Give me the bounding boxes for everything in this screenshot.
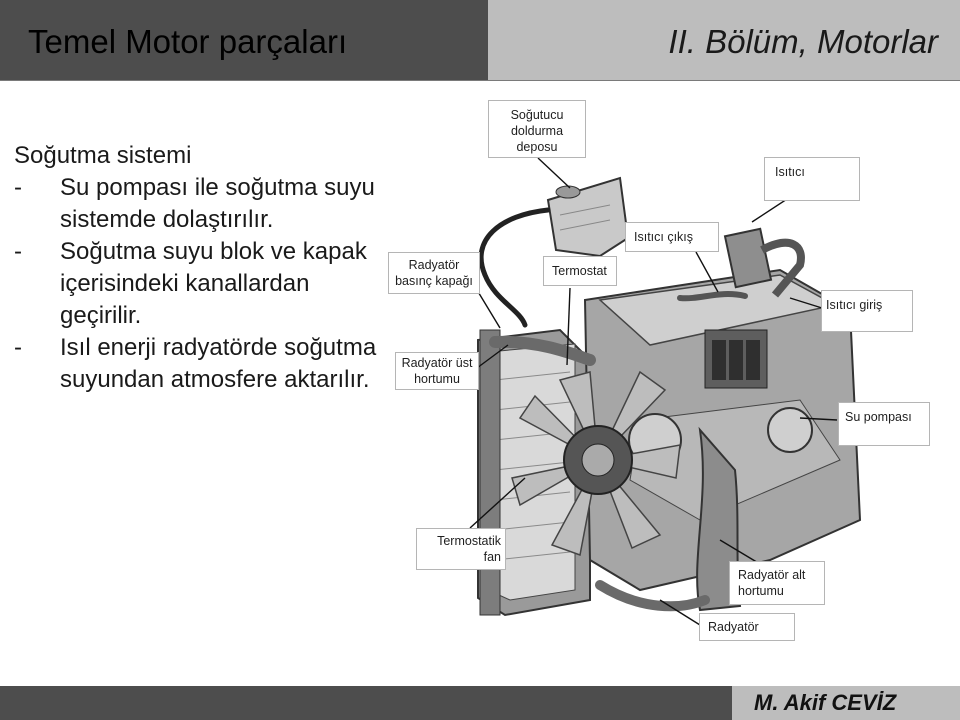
bullet-1-line-1: - Su pompası ile soğutma suyu	[14, 172, 394, 204]
footer-author-panel: M. Akif CEVİZ	[732, 686, 960, 720]
heater-illustration	[723, 227, 805, 298]
label-line: fan	[483, 550, 501, 564]
label-line: Termostat	[552, 264, 607, 278]
label-radiator: Radyatör	[699, 613, 795, 641]
label-coolant-reservoir: Soğutucu doldurma deposu	[488, 100, 586, 158]
bullet-3-line-2: suyundan atmosfere aktarılır.	[60, 366, 370, 393]
bullet-3-line-1: - Isıl enerji radyatörde soğutma	[14, 332, 394, 364]
body-text: Soğutma sistemi - Su pompası ile soğutma …	[14, 140, 394, 396]
bullet-dash: -	[14, 174, 22, 201]
bullet-dash: -	[14, 334, 22, 361]
hoses-illustration	[478, 207, 748, 612]
label-heater-outlet: Isıtıcı çıkış	[625, 222, 719, 252]
title-panel: Temel Motor parçaları	[0, 0, 488, 81]
label-thermostatic-fan: Termostatik fan	[416, 528, 506, 570]
label-radiator-pressure-cap: Radyatör basınç kapağı	[388, 252, 480, 294]
engine-block-illustration	[583, 268, 862, 612]
bullet-2-line-2: içerisindeki kanallardan	[60, 270, 310, 297]
bullet-dash: -	[14, 238, 22, 265]
bullet-2-line-3: geçirilir.	[60, 302, 142, 329]
label-heater: Isıtıcı	[764, 157, 860, 201]
footer-bar: M. Akif CEVİZ	[0, 686, 960, 720]
label-lower-radiator-hose: Radyatör alt hortumu	[729, 561, 825, 605]
label-line: Radyatör alt	[738, 568, 806, 582]
label-line: basınç kapağı	[395, 274, 473, 288]
content-heading: Soğutma sistemi	[14, 142, 192, 169]
label-line: Termostatik	[437, 534, 501, 548]
label-line: Su pompası	[845, 410, 912, 424]
label-line: Isıtıcı çıkış	[634, 230, 694, 244]
title-bar: Temel Motor parçaları II. Bölüm, Motorla…	[0, 0, 960, 81]
label-line: Isıtıcı giriş	[826, 298, 883, 312]
label-upper-radiator-hose: Radyatör üst hortumu	[395, 352, 479, 390]
section-panel: II. Bölüm, Motorlar	[488, 0, 960, 81]
label-thermostat: Termostat	[543, 256, 617, 286]
fan-illustration	[511, 370, 681, 557]
label-heater-inlet: Isıtıcı giriş	[821, 290, 913, 332]
slide-title: Temel Motor parçaları	[28, 23, 348, 60]
bullet-1-line-2: sistemde dolaştırılır.	[60, 206, 274, 233]
label-line: hortumu	[738, 584, 784, 598]
label-line: hortumu	[414, 372, 460, 386]
bullet-text: Isıl enerji radyatörde soğutma	[60, 334, 377, 361]
label-line: Radyatör	[408, 258, 460, 272]
label-line: deposu	[516, 140, 558, 154]
coolant-reservoir-illustration	[546, 176, 630, 258]
bullet-text: Su pompası ile soğutma suyu	[60, 174, 375, 201]
bullet-2-line-1: - Soğutma suyu blok ve kapak	[14, 236, 394, 268]
label-line: Soğutucu	[510, 108, 564, 122]
label-line: Radyatör	[708, 620, 759, 634]
label-line: Isıtıcı	[775, 165, 805, 179]
title-divider	[0, 80, 960, 81]
author-name: M. Akif CEVİZ	[754, 690, 897, 715]
label-line: Radyatör üst	[401, 356, 473, 370]
bullet-text: Soğutma suyu blok ve kapak	[60, 238, 367, 265]
label-line: doldurma	[510, 124, 564, 138]
section-title: II. Bölüm, Motorlar	[668, 23, 938, 60]
label-water-pump: Su pompası	[838, 402, 930, 446]
